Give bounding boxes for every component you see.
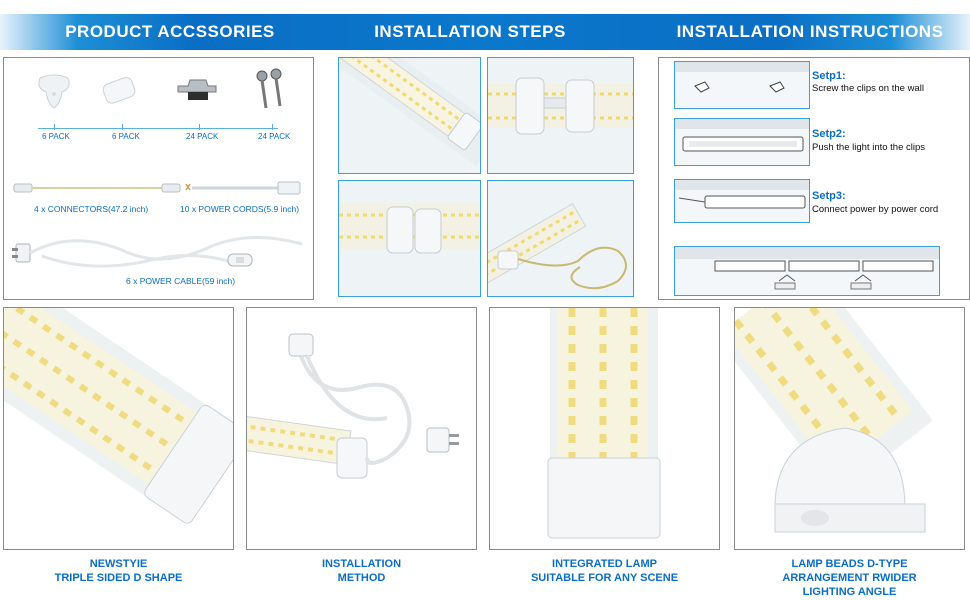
d-type-beads-photo (735, 308, 934, 533)
caption-line: SUITABLE FOR ANY SCENE (530, 572, 679, 584)
pack-label: 24 PACK (258, 132, 291, 141)
step2-heading: Setp2: (812, 128, 846, 140)
pack-tick (122, 124, 123, 130)
step3-text: Connect power by power cord (812, 204, 939, 215)
caption-line: NEWSTYIE (89, 558, 148, 570)
caption-line: LIGHTING ANGLE (802, 586, 897, 598)
accessories-title: PRODUCT ACCSSORIES (65, 22, 275, 41)
caption-line: METHOD (337, 572, 386, 584)
mounting-clip-icon (177, 79, 217, 100)
step1-text: Screw the clips on the wall (812, 83, 924, 94)
accessories-panel: 6 PACK 6 PACK 24 PACK 24 PACK 4 x CONNEC… (3, 57, 314, 300)
connectors-label: 4 x CONNECTORS(47.2 inch) (34, 204, 149, 214)
tube-power-illustration (488, 202, 627, 290)
caption-line: INTEGRATED LAMP (552, 558, 657, 570)
banner-background (0, 14, 970, 50)
pack-label: 24 PACK (186, 132, 219, 141)
step-tile-2 (487, 57, 634, 174)
caption-line: ARRANGEMENT RWIDER (782, 572, 917, 584)
tube-join-illustration (339, 203, 480, 254)
pack-tick (54, 124, 55, 130)
tube-end-illustration (339, 58, 480, 167)
instructions-panel: Setp1: Screw the clips on the wall Setp2… (658, 57, 970, 300)
step3-image (674, 179, 810, 223)
product-panel-1 (3, 307, 234, 550)
caption-1: NEWSTYIE TRIPLE SIDED D SHAPE (3, 557, 234, 585)
pack-tick (199, 124, 200, 130)
caption-3: INTEGRATED LAMP SUITABLE FOR ANY SCENE (489, 557, 720, 585)
caption-4: LAMP BEADS D-TYPE ARRANGEMENT RWIDER LIG… (734, 557, 965, 599)
step-tile-3 (338, 180, 481, 297)
step1-image (674, 61, 810, 109)
product-panel-2 (246, 307, 477, 550)
tube-connector-illustration (488, 77, 633, 135)
step-tile-4 (487, 180, 634, 297)
step1-heading: Setp1: (812, 70, 846, 82)
installation-method-photo (247, 333, 459, 479)
step3-heading: Setp3: (812, 190, 846, 202)
triple-sided-tube-photo (4, 308, 233, 524)
caption-line: TRIPLE SIDED D SHAPE (54, 572, 183, 584)
pack-tick (272, 124, 273, 130)
connector-cable-icon (13, 183, 181, 193)
screws-icon (256, 68, 282, 109)
step-tile-1 (338, 57, 481, 174)
header-banner: PRODUCT ACCSSORIES INSTALLATION STEPS IN… (0, 0, 970, 52)
product-panel-3 (489, 307, 720, 550)
power-cable-icon (12, 236, 303, 268)
caption-line: LAMP BEADS D-TYPE (791, 558, 908, 570)
connector-piece-icon (38, 74, 70, 109)
power-cable-label: 6 x POWER CABLE(59 inch) (126, 276, 236, 286)
step2-text: Push the light into the clips (812, 142, 926, 153)
caption-line: INSTALLATION (321, 558, 402, 570)
pack-label: 6 PACK (112, 132, 140, 141)
product-panel-4 (734, 307, 965, 550)
end-cap-icon (102, 77, 136, 104)
pack-timeline (38, 128, 278, 129)
step2-image (674, 118, 810, 166)
connected-lights-image (674, 246, 940, 296)
pack-label: 6 PACK (42, 132, 70, 141)
integrated-lamp-photo (547, 308, 661, 539)
steps-title: INSTALLATION STEPS (374, 22, 566, 41)
power-cord-icon (185, 181, 301, 195)
power-cords-label: 10 x POWER CORDS(5.9 inch) (180, 204, 300, 214)
instructions-title: INSTALLATION INSTRUCTIONS (676, 22, 944, 41)
caption-2: INSTALLATION METHOD (246, 557, 477, 585)
